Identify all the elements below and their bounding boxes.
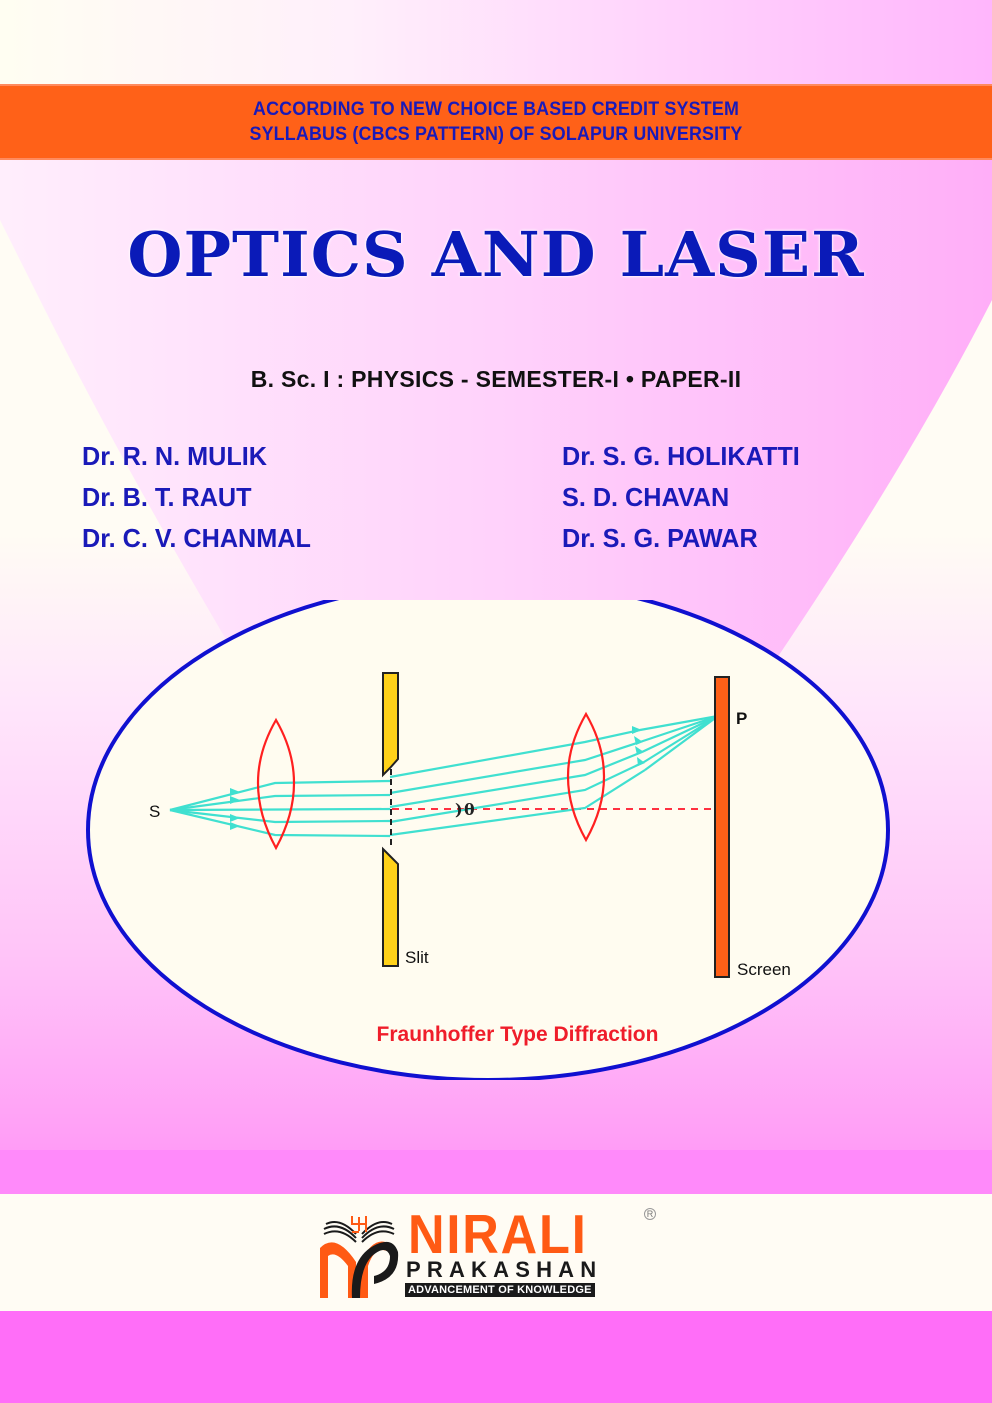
slit-lower-plate (382, 846, 399, 967)
point-p-label: P (736, 709, 747, 728)
angle-theta-symbol: θ (464, 800, 475, 819)
diffracted-rays (389, 714, 719, 837)
publisher-logo: NIRALI R PRAKASHAN ADVANCEMENT OF KNOWLE… (316, 1204, 656, 1298)
diagram-ellipse (86, 600, 890, 1080)
book-title: OPTICS AND LASER (127, 218, 865, 291)
angle-theta-label: ) (455, 800, 463, 819)
author-name: Dr. S. G. PAWAR (562, 523, 758, 553)
banner-line-1: ACCORDING TO NEW CHOICE BASED CREDIT SYS… (252, 99, 740, 120)
incident-rays (169, 779, 391, 838)
registered-mark-icon: R (644, 1208, 656, 1220)
publisher-tagline: ADVANCEMENT OF KNOWLEDGE (405, 1283, 595, 1297)
pink-band-bottom (0, 1311, 992, 1403)
author-name: Dr. S. G. HOLIKATTI (562, 441, 800, 471)
banner-line-2: SYLLABUS (CBCS PATTERN) OF SOLAPUR UNIVE… (249, 124, 743, 145)
collimating-lens (256, 717, 296, 851)
authors-right-column: Dr. S. G. HOLIKATTI S. D. CHAVAN Dr. S. … (562, 436, 982, 559)
author-name: Dr. B. T. RAUT (82, 482, 252, 512)
fraunhofer-diagram: ) θ S Slit P Screen (86, 600, 890, 1080)
publisher-subname: PRAKASHAN (406, 1257, 603, 1282)
diagram-caption: Fraunhoffer Type Diffraction (376, 1023, 659, 1046)
screen-bar (714, 676, 730, 978)
author-name: S. D. CHAVAN (562, 482, 730, 512)
source-label: S (149, 802, 160, 821)
publisher-name: NIRALI (408, 1203, 588, 1265)
focus-arrowheads (632, 726, 645, 766)
funnel-shape (0, 156, 992, 684)
focusing-lens (566, 711, 606, 843)
authors-left-column: Dr. R. N. MULIK Dr. B. T. RAUT Dr. C. V.… (82, 436, 502, 559)
pink-band-top (0, 1150, 992, 1194)
author-name: Dr. C. V. CHANMAL (82, 523, 311, 553)
course-subtitle: B. Sc. I : PHYSICS - SEMESTER-I • PAPER-… (250, 366, 742, 392)
author-name: Dr. R. N. MULIK (82, 441, 267, 471)
book-emblem-icon (320, 1216, 399, 1298)
syllabus-banner: ACCORDING TO NEW CHOICE BASED CREDIT SYS… (0, 84, 992, 160)
screen-label: Screen (737, 960, 791, 979)
slit-upper-plate (382, 672, 399, 778)
top-gradient-strip (0, 0, 992, 84)
slit-label: Slit (405, 948, 429, 967)
ray-arrowheads (230, 788, 240, 830)
